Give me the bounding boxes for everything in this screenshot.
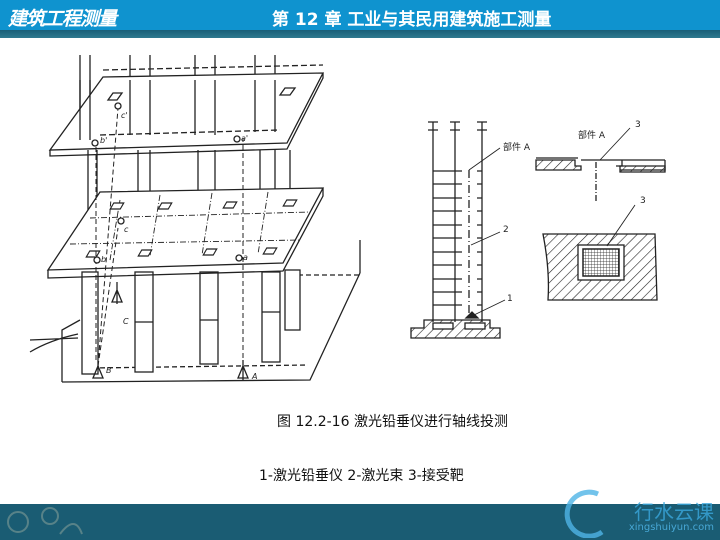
point-label: c <box>124 225 129 234</box>
shaft-section: 部件 A 2 1 <box>410 121 531 339</box>
header-divider <box>0 30 720 38</box>
ornament-decoration <box>7 507 83 535</box>
figure-caption: 图 12.2-16 激光铅垂仪进行轴线投测 <box>277 414 508 430</box>
station-label: B <box>106 366 112 375</box>
part-a-label: 部件 A <box>578 129 606 141</box>
brand-url: xingshuiyun.com <box>628 522 714 533</box>
point-label: b <box>101 255 106 264</box>
point-label: a' <box>241 134 248 143</box>
point-label: c' <box>121 111 128 120</box>
figure-legend: 1-激光铅垂仪 2-激光束 3-接受靶 <box>259 468 464 484</box>
brand-name: 行水云课 <box>634 500 714 524</box>
part-a-detail: 部件 A 3 3 <box>535 120 666 301</box>
brand-logo-icon <box>564 489 604 538</box>
callout-1: 1 <box>507 294 513 304</box>
footer-bar <box>0 504 720 540</box>
course-title: 建筑工程测量 <box>8 8 117 30</box>
point-label: b' <box>100 136 107 145</box>
chapter-title: 第 12 章 工业与其民用建筑施工测量 <box>272 10 552 30</box>
part-a-label: 部件 A <box>503 141 531 153</box>
point-label: a <box>243 253 248 262</box>
station-label: C <box>123 317 129 326</box>
callout-3: 3 <box>640 196 646 206</box>
header-bar: 建筑工程测量 第 12 章 工业与其民用建筑施工测量 <box>0 0 720 30</box>
laser-plumb-diagram: c' b' a' c b a C B A 部件 A 2 1 <box>29 55 666 383</box>
station-label: A <box>251 372 257 381</box>
building-sketch: c' b' a' c b a C B A <box>29 55 361 383</box>
callout-3: 3 <box>635 120 641 130</box>
callout-2: 2 <box>503 225 509 235</box>
